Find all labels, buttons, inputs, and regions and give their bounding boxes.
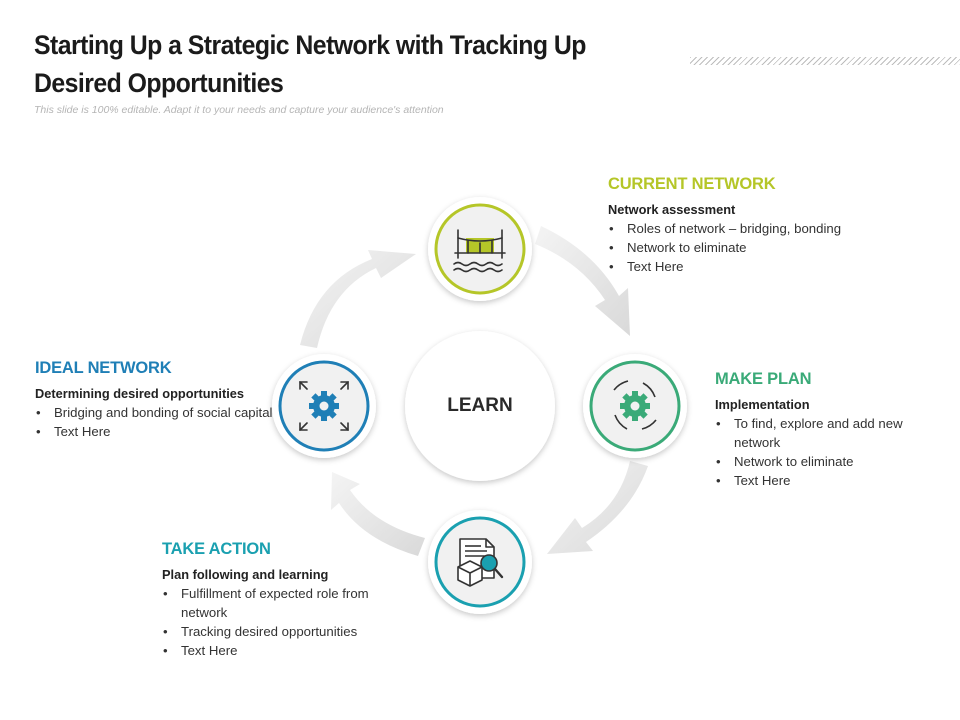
step-heading: TAKE ACTION <box>162 540 271 558</box>
bullet-item: Text Here <box>162 641 392 660</box>
bullet-list: Bridging and bonding of social capital T… <box>35 403 285 441</box>
bridge-icon <box>453 229 506 273</box>
bullet-item: Tracking desired opportunities <box>162 622 392 641</box>
center-circle <box>405 331 555 481</box>
bullet-item: Bridging and bonding of social capital <box>35 403 285 422</box>
bullet-item: To find, explore and add new network <box>715 414 915 452</box>
bullet-list: Fulfillment of expected role from networ… <box>162 584 392 660</box>
bullet-item: Network to eliminate <box>715 452 915 471</box>
step-take-action: TAKE ACTION Plan following and learning … <box>162 539 392 660</box>
decorative-hatch <box>690 57 960 65</box>
arrow-action-to-ideal <box>331 472 425 556</box>
bullet-item: Text Here <box>715 471 915 490</box>
document-search-icon <box>457 538 504 587</box>
bullet-list: Roles of network – bridging, bonding Net… <box>608 219 908 276</box>
step-make-plan: MAKE PLAN Implementation To find, explor… <box>715 369 915 490</box>
bullet-item: Text Here <box>35 422 285 441</box>
step-heading: MAKE PLAN <box>715 370 812 388</box>
step-subheading: Implementation <box>715 397 810 412</box>
bullet-item: Fulfillment of expected role from networ… <box>162 584 392 622</box>
step-heading: CURRENT NETWORK <box>608 175 776 193</box>
page-title: Starting Up a Strategic Network with Tra… <box>34 30 586 98</box>
arrow-ideal-to-current <box>300 250 416 348</box>
arrow-plan-to-action <box>547 461 648 554</box>
bullet-item: Roles of network – bridging, bonding <box>608 219 908 238</box>
step-subheading: Determining desired opportunities <box>35 386 245 401</box>
step-subheading: Plan following and learning <box>162 567 329 582</box>
page-subtitle: This slide is 100% editable. Adapt it to… <box>34 104 444 116</box>
center-label: LEARN <box>447 395 513 416</box>
step-ideal-network: IDEAL NETWORK Determining desired opport… <box>35 358 285 441</box>
arrow-current-to-plan <box>535 226 630 336</box>
bullet-item: Text Here <box>608 257 908 276</box>
cycle-arrows <box>300 226 648 556</box>
bullet-item: Network to eliminate <box>608 238 908 257</box>
step-current-network: CURRENT NETWORK Network assessment Roles… <box>608 174 908 276</box>
step-heading: IDEAL NETWORK <box>35 359 172 377</box>
step-subheading: Network assessment <box>608 202 736 217</box>
bullet-list: To find, explore and add new network Net… <box>715 414 915 490</box>
